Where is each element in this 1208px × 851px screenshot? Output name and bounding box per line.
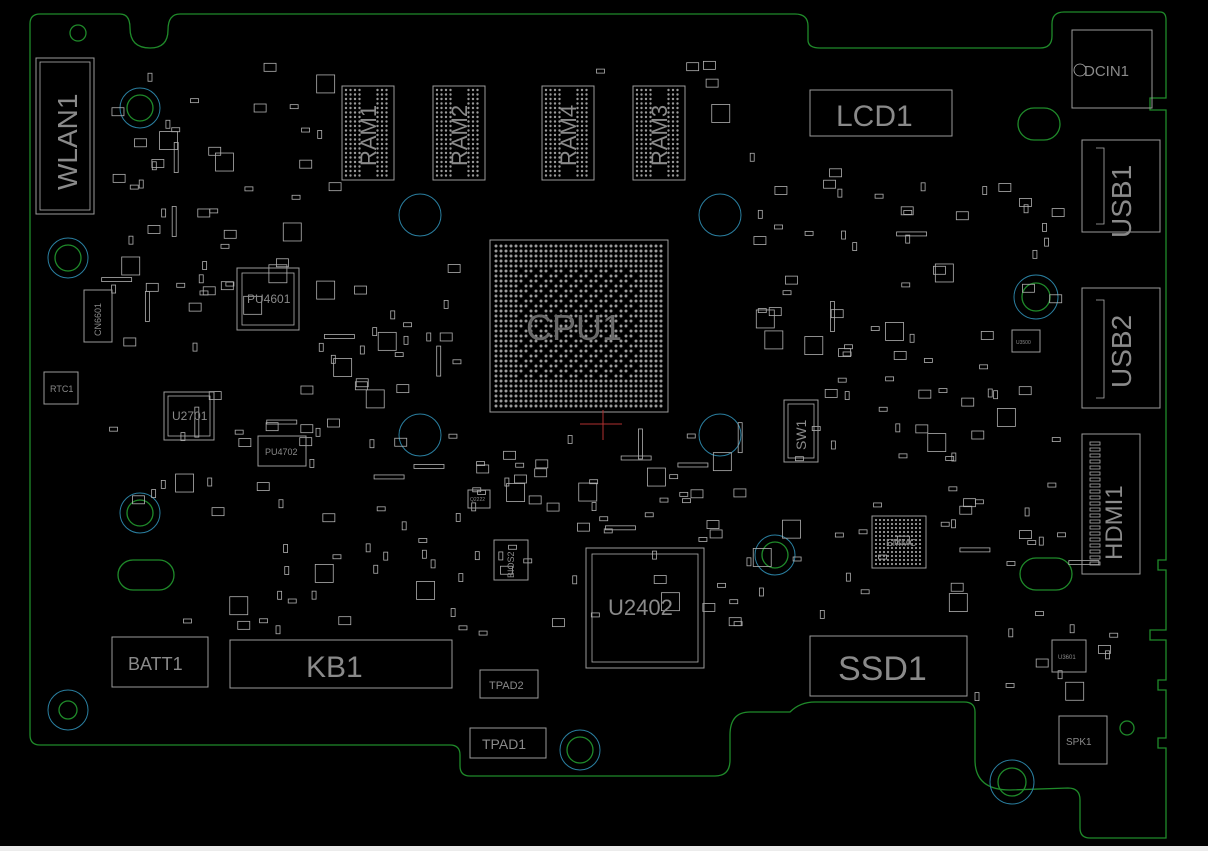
- mounting-hole: [398, 193, 442, 237]
- footer-bar: [0, 846, 1208, 851]
- mounting-hole: [126, 94, 154, 122]
- cn6601-connector: CN6601: [83, 289, 113, 343]
- mounting-hole: [398, 413, 442, 457]
- slot-hole: [1019, 557, 1073, 591]
- battery-connector: BATT1: [111, 636, 209, 688]
- ram1-chip: RAM1: [341, 85, 395, 181]
- u2701-label: U2701: [172, 409, 208, 423]
- mounting-hole: [559, 729, 601, 771]
- speaker-connector: SPK1: [1058, 715, 1108, 765]
- mounting-hole: [1013, 274, 1059, 320]
- mounting-hole: [1021, 282, 1051, 312]
- mounting-hole: [126, 499, 154, 527]
- cn6601-label: CN6601: [93, 303, 103, 336]
- ssd-label: SSD1: [838, 650, 927, 688]
- mounting-hole: [119, 492, 161, 534]
- tpad1-label: TPAD1: [482, 736, 526, 752]
- rtc-battery: RTC1: [43, 371, 79, 405]
- mounting-hole: [1119, 720, 1135, 736]
- board-outline: [29, 11, 1167, 839]
- usb1-label: USB1: [1106, 165, 1137, 238]
- mounting-hole: [698, 413, 742, 457]
- cpu-chip: CPU1: [489, 239, 669, 440]
- tpad1-connector: TPAD1: [469, 727, 547, 759]
- spk-label: SPK1: [1066, 737, 1092, 748]
- tpad2-label: TPAD2: [489, 680, 524, 692]
- mounting-hole: [754, 534, 796, 576]
- wlan-connector: WLAN1: [35, 57, 95, 215]
- hdmi-connector: HDMI1: [1081, 433, 1141, 575]
- mounting-hole: [47, 237, 89, 279]
- u3500-label: U3500: [1016, 340, 1031, 346]
- lcd-label: LCD1: [836, 100, 913, 133]
- slot-hole: [1017, 107, 1061, 141]
- keyboard-connector: KB1: [229, 639, 453, 689]
- bios-label: BIOS2: [506, 551, 516, 578]
- ram2-label: RAM2: [447, 105, 472, 166]
- u2402-chip: U2402: [585, 547, 705, 669]
- mounting-holes: [47, 24, 1135, 805]
- mounting-hole: [761, 541, 789, 569]
- ram1-label: RAM1: [356, 105, 381, 166]
- kb-label: KB1: [306, 651, 363, 684]
- mounting-hole: [997, 767, 1027, 797]
- ssd-connector: SSD1: [809, 635, 968, 697]
- pu4601-label: PU4601: [247, 292, 291, 306]
- emmc-chip: EMMC: [871, 515, 927, 569]
- batt-label: BATT1: [128, 654, 183, 674]
- dcin-label: DCIN1: [1084, 63, 1129, 80]
- mounting-hole: [698, 193, 742, 237]
- pu4601-chip: PU4601: [236, 267, 300, 331]
- ram3-label: RAM3: [647, 105, 672, 166]
- ram2-chip: RAM2: [432, 85, 486, 181]
- rtc-label: RTC1: [50, 384, 73, 394]
- mounting-hole: [47, 689, 89, 731]
- ram4-label: RAM4: [556, 105, 581, 166]
- u3500-chip: U3500: [1011, 329, 1041, 353]
- lcd-connector: LCD1: [809, 89, 953, 137]
- smd-components: [101, 60, 1119, 701]
- mounting-hole: [566, 736, 594, 764]
- usb1-connector: USB1: [1081, 139, 1161, 238]
- u2701-chip: U2701: [163, 391, 215, 441]
- emmc-label: EMMC: [886, 538, 917, 549]
- u3601-label: U3601: [1058, 655, 1076, 661]
- bios-chip: BIOS2: [493, 539, 529, 581]
- pu4702-chip: PU4702: [257, 435, 307, 467]
- mounting-hole: [69, 24, 87, 42]
- cpu-label: CPU1: [526, 307, 622, 348]
- dcin-connector: DCIN1: [1071, 29, 1153, 109]
- wlan-label: WLAN1: [52, 94, 83, 190]
- q2-label: Q2222: [470, 497, 485, 503]
- tpad2-connector: TPAD2: [479, 669, 539, 699]
- u2402-label: U2402: [608, 595, 673, 620]
- usb2-label: USB2: [1106, 315, 1137, 388]
- pu4702-label: PU4702: [265, 447, 298, 457]
- sw1-switch: SW1: [783, 399, 819, 463]
- hdmi-label: HDMI1: [1101, 485, 1128, 560]
- slot-hole: [117, 559, 175, 591]
- ram3-chip: RAM3: [632, 85, 686, 181]
- q2222-chip: Q2222: [467, 489, 491, 509]
- u3601-chip: U3601: [1051, 639, 1087, 673]
- sw-label: SW1: [793, 419, 809, 450]
- mounting-hole: [58, 700, 78, 720]
- mounting-hole: [54, 244, 82, 272]
- mounting-hole: [989, 759, 1035, 805]
- usb2-connector: USB2: [1081, 287, 1161, 409]
- ram4-chip: RAM4: [541, 85, 595, 181]
- mounting-hole: [119, 87, 161, 129]
